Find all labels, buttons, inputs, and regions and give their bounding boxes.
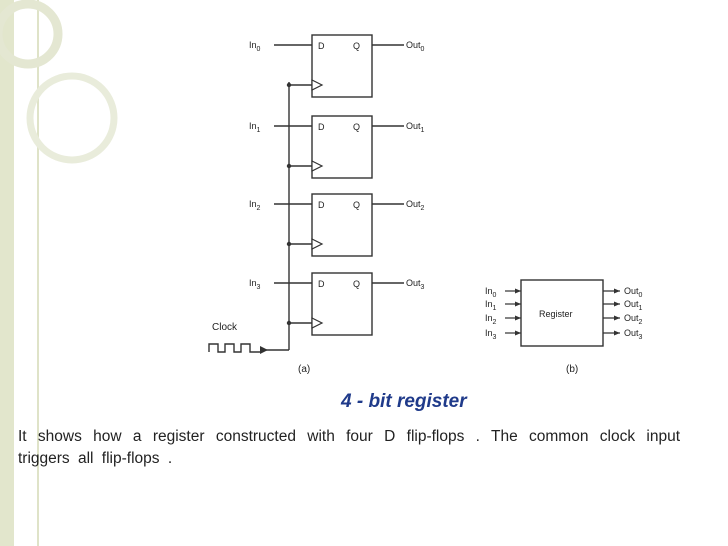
- panel-label-b: (b): [566, 364, 578, 375]
- ff-q-label: Q: [353, 200, 360, 210]
- flipflop-2: In2 D Q Out2: [249, 193, 425, 257]
- register-block-label: Register: [539, 309, 573, 319]
- junction-dot: [286, 320, 292, 326]
- slide-caption: It shows how a register constructed with…: [18, 428, 680, 467]
- register-output-label: Out3: [624, 328, 643, 341]
- junction-dot: [286, 163, 292, 169]
- ff-input-label: In3: [249, 278, 261, 291]
- clock-triangle-icon: [311, 160, 324, 172]
- ff-q-label: Q: [353, 122, 360, 132]
- ff-d-label: D: [318, 122, 325, 132]
- junction-dot: [286, 241, 292, 247]
- clock-triangle-icon: [311, 79, 324, 91]
- ff-q-label: Q: [353, 41, 360, 51]
- register-output-label: Out0: [624, 286, 643, 299]
- slide-sidebar-rule: [37, 0, 39, 546]
- ff-input-label: In2: [249, 199, 261, 212]
- register-input-label: In1: [485, 299, 497, 312]
- flipflop-box: [311, 193, 373, 257]
- ff-d-label: D: [318, 200, 325, 210]
- ff-output-label: Out2: [406, 199, 425, 212]
- clock-triangle-icon: [311, 238, 324, 250]
- register-block: [520, 279, 604, 347]
- flipflop-3: In3 D Q Out3: [249, 272, 425, 336]
- panel-label-a: (a): [298, 364, 310, 375]
- flipflop-0: In0 D Q Out0: [249, 34, 425, 98]
- flipflop-box: [311, 115, 373, 179]
- register-output-label: Out1: [624, 299, 643, 312]
- register-input-label: In2: [485, 313, 497, 326]
- slide-sidebar-band: [0, 0, 14, 546]
- clock-triangle-icon: [311, 317, 324, 329]
- ff-output-label: Out1: [406, 121, 425, 134]
- ff-input-label: In1: [249, 121, 261, 134]
- flipflop-box: [311, 34, 373, 98]
- register-input-label: In3: [485, 328, 497, 341]
- ff-d-label: D: [318, 279, 325, 289]
- register-input-label: In0: [485, 286, 497, 299]
- register-output-label: Out2: [624, 313, 643, 326]
- ff-output-label: Out0: [406, 40, 425, 53]
- clock-label: Clock: [212, 322, 238, 333]
- slide-title: 4 - bit register: [341, 391, 467, 412]
- decorative-rings: [0, 0, 118, 164]
- ff-q-label: Q: [353, 279, 360, 289]
- ff-input-label: In0: [249, 40, 261, 53]
- ff-output-label: Out3: [406, 278, 425, 291]
- flipflop-1: In1 D Q Out1: [249, 115, 425, 179]
- junction-dot: [286, 82, 292, 88]
- ff-d-label: D: [318, 41, 325, 51]
- flipflop-box: [311, 272, 373, 336]
